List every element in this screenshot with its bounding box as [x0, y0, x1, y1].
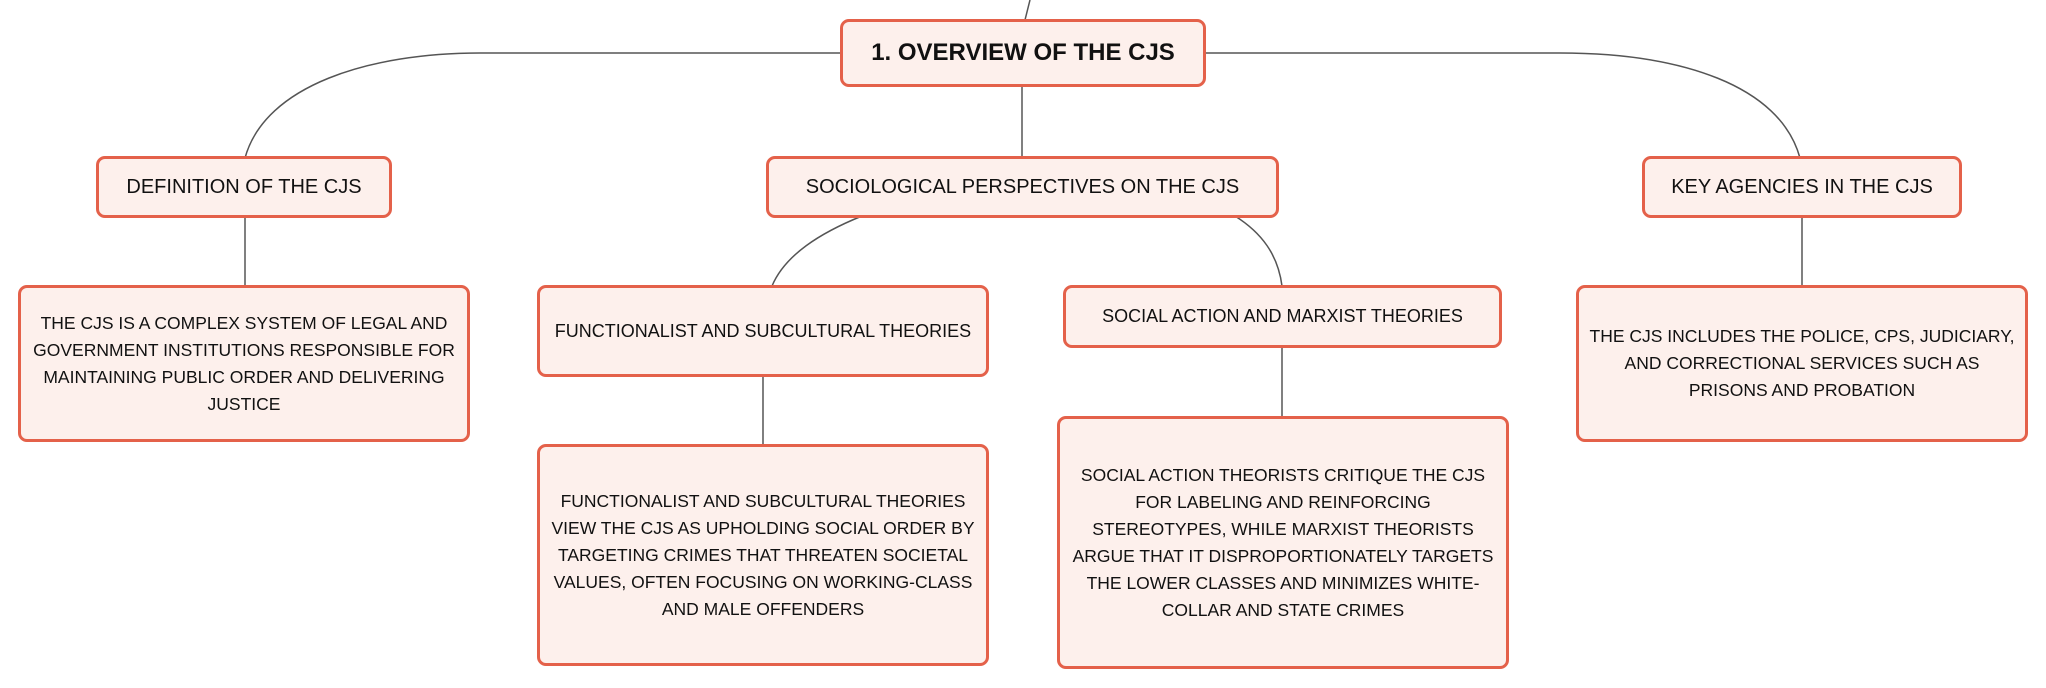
- topic-label-perspectives: SOCIOLOGICAL PERSPECTIVES ON THE CJS: [805, 175, 1240, 198]
- subtopic-node-functionalist[interactable]: FUNCTIONALIST AND SUBCULTURAL THEORIES: [537, 285, 989, 377]
- detail-text-social-action: SOCIAL ACTION THEORISTS CRITIQUE THE CJS…: [1072, 464, 1494, 620]
- topic-node-definition[interactable]: DEFINITION OF THE CJS: [96, 156, 392, 218]
- connector-perspectives-to-functionalist: [771, 215, 863, 287]
- connector-root-to-agencies: [1203, 52, 1801, 159]
- root-topic-label: 1. OVERVIEW OF THE CJS: [871, 39, 1175, 66]
- connector-parent-to-root: [1024, 0, 1031, 21]
- detail-node-definition[interactable]: THE CJS IS A COMPLEX SYSTEM OF LEGAL AND…: [18, 285, 470, 442]
- subtopic-label-functionalist: FUNCTIONALIST AND SUBCULTURAL THEORIES: [554, 320, 972, 341]
- detail-text-agencies: THE CJS INCLUDES THE POLICE, CPS, JUDICI…: [1589, 326, 2015, 400]
- connector-root-to-definition: [244, 52, 842, 159]
- topic-label-definition: DEFINITION OF THE CJS: [126, 175, 362, 198]
- topic-node-perspectives[interactable]: SOCIOLOGICAL PERSPECTIVES ON THE CJS: [766, 156, 1279, 218]
- subtopic-label-social-action: SOCIAL ACTION AND MARXIST THEORIES: [1102, 306, 1463, 326]
- detail-node-social-action[interactable]: SOCIAL ACTION THEORISTS CRITIQUE THE CJS…: [1057, 416, 1509, 669]
- connector-perspectives-to-social-action: [1234, 215, 1283, 287]
- subtopic-node-social-action[interactable]: SOCIAL ACTION AND MARXIST THEORIES: [1063, 285, 1502, 348]
- detail-text-definition: THE CJS IS A COMPLEX SYSTEM OF LEGAL AND…: [33, 312, 455, 414]
- detail-text-functionalist: FUNCTIONALIST AND SUBCULTURAL THEORIES V…: [551, 490, 975, 619]
- detail-node-agencies[interactable]: THE CJS INCLUDES THE POLICE, CPS, JUDICI…: [1576, 285, 2028, 442]
- root-topic-node[interactable]: 1. OVERVIEW OF THE CJS: [840, 19, 1206, 87]
- topic-node-agencies[interactable]: KEY AGENCIES IN THE CJS: [1642, 156, 1962, 218]
- topic-label-agencies: KEY AGENCIES IN THE CJS: [1671, 175, 1933, 198]
- detail-node-functionalist[interactable]: FUNCTIONALIST AND SUBCULTURAL THEORIES V…: [537, 444, 989, 666]
